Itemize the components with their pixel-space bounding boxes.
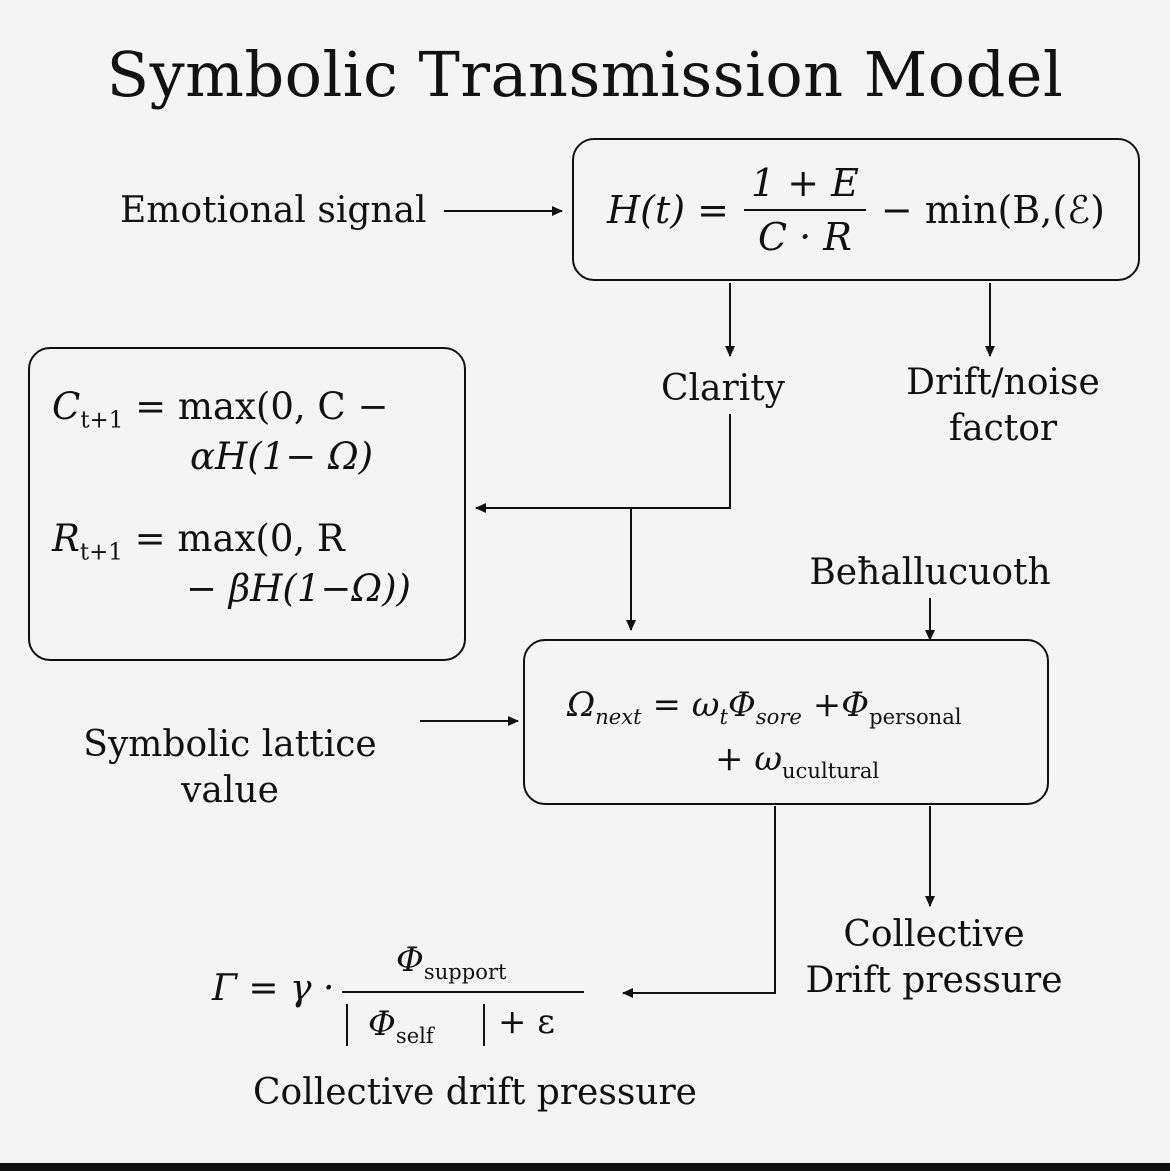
symbolic-lattice-line-1: Symbolic lattice xyxy=(83,724,377,765)
h-numerator: 1 + E xyxy=(750,160,859,205)
drift-noise-label: Drift/noise factor xyxy=(880,360,1126,452)
behallucuoth-label: Beħallucuoth xyxy=(809,552,1051,593)
c-update-lhs-sub: t+1 xyxy=(80,407,124,434)
collective-drift-pressure-right-label: Collective Drift pressure xyxy=(800,912,1068,1004)
gamma-equation: Γ = γ · xyxy=(212,968,334,1009)
c-update-lhs: C xyxy=(52,385,81,428)
omega-w2: ω xyxy=(754,739,783,779)
omega-line-2: + ωucultural xyxy=(715,739,879,783)
c-update-line-2: αH(1− Ω) xyxy=(190,435,374,478)
gamma-numerator: Φsupport xyxy=(396,940,507,984)
omega-eq: = xyxy=(652,685,681,725)
bottom-border xyxy=(0,1163,1170,1171)
symbolic-lattice-label: Symbolic lattice value xyxy=(80,722,380,814)
collective-drift-pressure-bottom-label: Collective drift pressure xyxy=(253,1072,697,1113)
drift-noise-line-2: factor xyxy=(948,408,1058,449)
omega-plus-2: + xyxy=(715,739,744,779)
arrow-clarity-to-update xyxy=(475,414,731,513)
collective-drift-line-1: Collective xyxy=(843,914,1025,955)
omega-w: ω xyxy=(691,685,720,725)
gamma-denominator: Φself xyxy=(368,1004,434,1048)
gamma-den-sub: self xyxy=(395,1022,434,1048)
omega-equation-box: Ωnext = ωtΦsore +Φpersonal + ωucultural xyxy=(523,639,1049,805)
omega-phi2-sub: personal xyxy=(869,703,962,729)
omega-lhs-sub: next xyxy=(595,703,642,729)
r-update-lhs: R xyxy=(52,517,80,560)
omega-phi: Φ xyxy=(727,685,756,725)
gamma-den-tail: + ε xyxy=(498,1002,555,1042)
drift-noise-line-1: Drift/noise xyxy=(906,362,1100,403)
clarity-label: Clarity xyxy=(660,368,786,409)
omega-w-sub: t xyxy=(719,703,728,729)
omega-lhs: Ω xyxy=(567,685,596,725)
gamma-num-sub: support xyxy=(423,958,507,984)
h-lhs: H(t) = xyxy=(607,187,729,232)
collective-drift-line-2: Drift pressure xyxy=(805,960,1063,1001)
update-equations-box: Ct+1 = max(0, C − αH(1− Ω) Rt+1 = max(0,… xyxy=(28,347,466,661)
omega-phi2: Φ xyxy=(841,685,870,725)
gamma-den-phi: Φ xyxy=(368,1004,396,1044)
c-update-rhs: = max(0, C − xyxy=(135,385,389,428)
h-tail: − min(B,(ℰ) xyxy=(880,187,1105,232)
emotional-signal-label: Emotional signal xyxy=(120,190,427,231)
r-update-rhs: = max(0, R xyxy=(134,517,345,560)
omega-line-1: Ωnext = ωtΦsore +Φpersonal xyxy=(567,685,962,729)
gamma-num-phi: Φ xyxy=(396,940,424,980)
omega-phi-sub: sore xyxy=(755,703,802,729)
r-update-line-2: − βH(1−Ω)) xyxy=(186,567,411,610)
omega-w2-sub: ucultural xyxy=(782,757,880,783)
symbolic-lattice-line-2: value xyxy=(181,770,279,811)
gamma-lhs: Γ = γ · xyxy=(212,968,335,1009)
r-update-lhs-sub: t+1 xyxy=(79,539,123,566)
diagram-title: Symbolic Transmission Model xyxy=(106,38,1064,111)
h-fraction: 1 + E C · R xyxy=(737,161,873,259)
h-denominator: C · R xyxy=(743,208,866,259)
c-update-line-1: Ct+1 = max(0, C − xyxy=(52,385,388,433)
r-update-line-1: Rt+1 = max(0, R xyxy=(52,517,345,565)
omega-plus-1: + xyxy=(812,685,842,725)
h-equation-box: H(t) = 1 + E C · R − min(B,(ℰ) xyxy=(572,138,1140,281)
arrow-omega-to-gamma xyxy=(622,806,776,998)
